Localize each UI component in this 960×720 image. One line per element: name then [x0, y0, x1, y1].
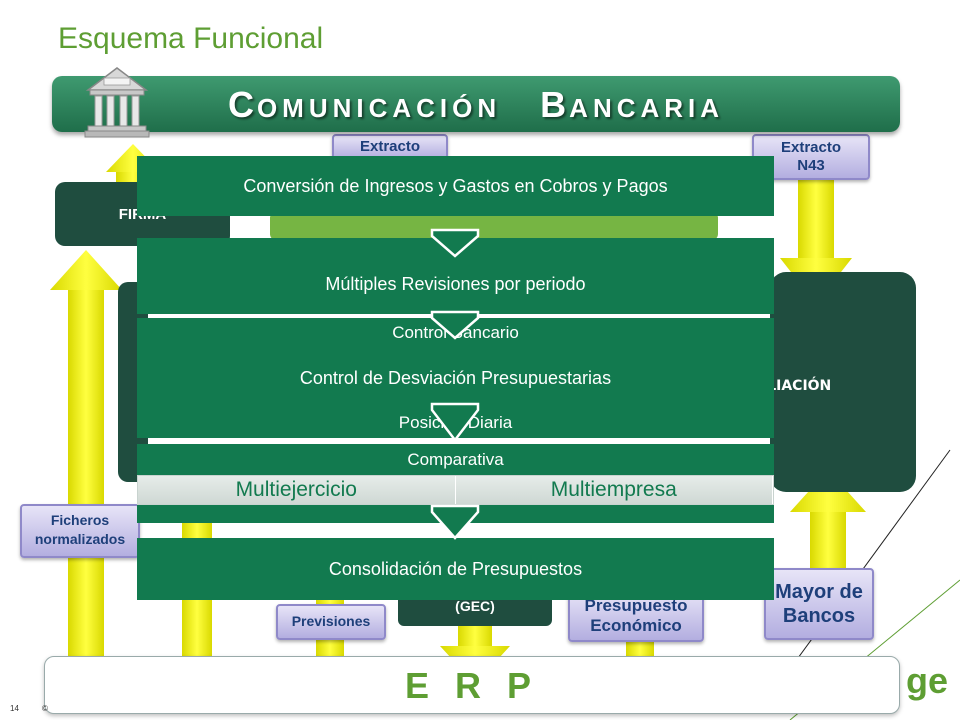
- banner-letter-c: C: [227, 84, 257, 125]
- step-comparativa-label: Comparativa: [407, 449, 504, 469]
- step-conversion-label: Conversión de Ingresos y Gastos en Cobro…: [243, 175, 668, 196]
- tag-mayor-line2: Bancos: [782, 605, 856, 627]
- tag-ficheros-line1: Ficheros: [50, 512, 110, 528]
- conciliation-box: [770, 272, 916, 492]
- tag-mayor-bancos: Mayor de Bancos: [764, 568, 874, 640]
- copyright-mark: ©: [42, 704, 48, 713]
- banner-letter-b: B: [540, 84, 570, 125]
- page-title: Esquema Funcional: [58, 22, 324, 55]
- step-revisiones: Múltiples Revisiones por periodo: [137, 254, 774, 314]
- step-desviacion: Control de Desviación Presupuestarias: [137, 348, 774, 408]
- light-green-bar: [270, 212, 718, 240]
- arrow-down-right: [780, 180, 852, 304]
- gec-label: (GEC): [455, 598, 495, 614]
- tag-ficheros-line2: normalizados: [34, 531, 126, 547]
- erp-label: E R P: [404, 665, 540, 706]
- step-desviacion-label: Control de Desviación Presupuestarias: [299, 367, 612, 388]
- arrow-up-left: [50, 250, 122, 660]
- step-revisiones-label: Múltiples Revisiones por periodo: [325, 273, 586, 294]
- step-conversion: Conversión de Ingresos y Gastos en Cobro…: [137, 156, 774, 216]
- sage-logo-fragment: ge: [906, 660, 949, 701]
- step-consolidacion-label: Consolidación de Presupuestos: [328, 558, 583, 579]
- chevron-down-icon: [430, 228, 480, 258]
- tag-mayor-line1: Mayor de: [775, 581, 863, 603]
- comunicacion-bancaria-banner: COMUNICACIÓN BANCARIA: [52, 76, 900, 132]
- chevron-down-icon: [430, 402, 480, 443]
- banner-title: COMUNICACIÓN BANCARIA: [52, 84, 900, 126]
- banner-word-2: ANCARIA: [569, 93, 725, 123]
- banner-word-1: OMUNICACIÓN: [256, 93, 502, 123]
- tag-presupuesto-line1: Presupuesto: [584, 596, 688, 615]
- bank-icon: [84, 67, 150, 138]
- step-consolidacion: Consolidación de Presupuestos: [137, 538, 774, 600]
- chevron-down-icon: [430, 310, 480, 340]
- multi-row: Multiejercicio Multiempresa: [137, 475, 774, 505]
- step-comparativa: Comparativa: [137, 444, 774, 475]
- page-number: 14: [10, 704, 19, 713]
- tag-previsiones-label: Previsiones: [291, 613, 371, 629]
- tag-extracto-label: Extracto: [359, 138, 421, 155]
- chevron-down-icon: [430, 504, 480, 540]
- tag-extracto-n43-line2: N43: [797, 157, 825, 174]
- tag-extracto: Extracto: [332, 134, 448, 160]
- tag-presupuesto-line2: Económico: [590, 616, 682, 635]
- multiejercicio-cell: Multiejercicio: [138, 476, 456, 504]
- tag-previsiones: Previsiones: [276, 604, 386, 640]
- multiempresa-cell: Multiempresa: [455, 476, 773, 504]
- tag-ficheros: Ficheros normalizados: [20, 504, 140, 558]
- erp-box: E R P: [44, 656, 900, 714]
- tag-extracto-n43-line1: Extracto: [780, 139, 842, 156]
